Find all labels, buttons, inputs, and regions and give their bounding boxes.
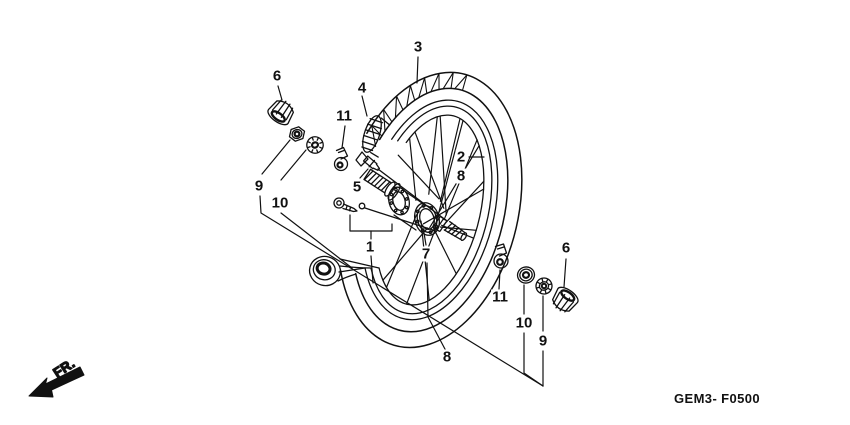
loose-spoke-b <box>365 208 436 231</box>
rim <box>350 88 519 334</box>
callout-11-right: 11 <box>491 288 509 306</box>
hub-left-flange <box>386 185 413 217</box>
callout-10-left: 10 <box>270 194 290 212</box>
callout-9-right: 9 <box>537 332 549 350</box>
callout-10-right: 10 <box>514 314 534 332</box>
valve-nut-left <box>287 125 306 142</box>
callout-8-bottom: 8 <box>441 348 453 366</box>
nut-right <box>534 276 554 296</box>
valve-cap-left <box>265 96 297 128</box>
spoke-nipple <box>363 155 381 172</box>
callout-1: 1 <box>364 238 376 256</box>
loose-spoke-a <box>378 169 447 221</box>
wheel-assembly <box>319 55 550 367</box>
rim-end-cut-face <box>359 114 391 158</box>
rim-tube-contours <box>338 259 379 281</box>
callout-7: 7 <box>420 245 432 263</box>
washer-right <box>516 265 537 285</box>
leader-lines <box>260 57 566 386</box>
valve-cap-right <box>548 284 580 316</box>
callout-11-left: 11 <box>335 107 353 125</box>
part-code: GEM3- F0500 <box>674 391 760 406</box>
fr-direction-arrow-icon: FR. <box>29 355 84 397</box>
callout-2: 2 <box>455 148 467 166</box>
callout-4: 4 <box>356 79 368 97</box>
callout-6-right: 6 <box>560 239 572 257</box>
rim-lock-right <box>494 244 508 268</box>
callout-5: 5 <box>351 178 363 196</box>
callout-3: 3 <box>412 38 424 56</box>
valve-washer-left <box>304 134 325 155</box>
rim-tube-cut <box>306 253 343 289</box>
loose-spoke-b-head <box>359 203 365 209</box>
rim-bead-flap <box>356 152 368 166</box>
callout-9-left: 9 <box>253 177 265 195</box>
rim-lock-left <box>335 148 348 171</box>
callout-6-left: 6 <box>271 67 283 85</box>
hub-barrel <box>394 190 425 230</box>
tire <box>319 55 550 367</box>
callout-8-right: 8 <box>455 167 467 185</box>
axle-threaded-stub <box>444 222 468 242</box>
axle-small-bolt <box>334 198 357 212</box>
